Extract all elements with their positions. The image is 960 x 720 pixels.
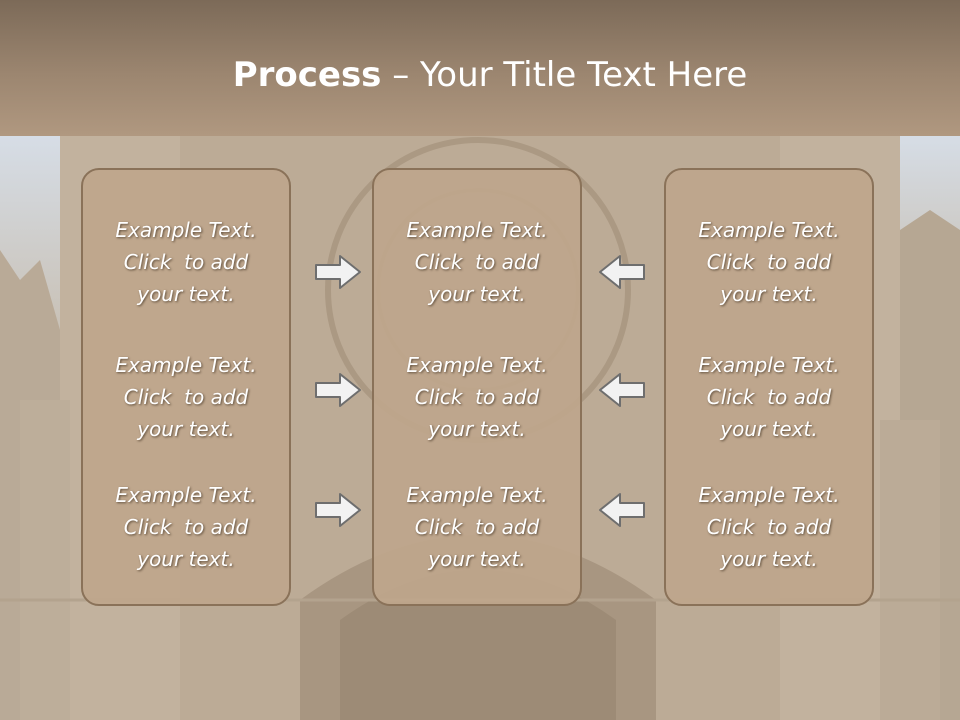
- text-line: Click to add: [414, 515, 540, 539]
- text-line: Click to add: [123, 515, 249, 539]
- text-line: Example Text.: [406, 483, 548, 507]
- text-block[interactable]: Example Text. Click to add your text.: [666, 479, 872, 575]
- text-line: your text.: [720, 547, 818, 571]
- text-line: Example Text.: [698, 483, 840, 507]
- right-arrow-icon: [315, 255, 361, 289]
- left-arrow-icon: [599, 493, 645, 527]
- text-line: Click to add: [706, 250, 832, 274]
- text-block[interactable]: Example Text. Click to add your text.: [374, 214, 580, 310]
- title-bar: [0, 0, 960, 136]
- right-arrow-icon: [315, 493, 361, 527]
- text-line: Example Text.: [698, 218, 840, 242]
- text-line: Click to add: [414, 385, 540, 409]
- title-bold: Process: [232, 55, 382, 95]
- slide-title[interactable]: Process – Your Title Text Here: [0, 54, 960, 96]
- title-rest: – Your Title Text Here: [381, 55, 748, 95]
- left-arrow-icon: [599, 255, 645, 289]
- text-line: Example Text.: [406, 218, 548, 242]
- text-block[interactable]: Example Text. Click to add your text.: [666, 214, 872, 310]
- left-arrow-icon: [599, 373, 645, 407]
- text-line: your text.: [137, 282, 235, 306]
- text-block[interactable]: Example Text. Click to add your text.: [666, 349, 872, 445]
- text-line: Click to add: [123, 250, 249, 274]
- text-line: Example Text.: [115, 483, 257, 507]
- text-block[interactable]: Example Text. Click to add your text.: [83, 479, 289, 575]
- process-box-center[interactable]: Example Text. Click to add your text. Ex…: [372, 168, 582, 606]
- text-line: Click to add: [414, 250, 540, 274]
- text-line: Example Text.: [406, 353, 548, 377]
- text-line: your text.: [720, 282, 818, 306]
- text-line: Example Text.: [698, 353, 840, 377]
- text-block[interactable]: Example Text. Click to add your text.: [83, 349, 289, 445]
- process-box-left[interactable]: Example Text. Click to add your text. Ex…: [81, 168, 291, 606]
- text-block[interactable]: Example Text. Click to add your text.: [83, 214, 289, 310]
- text-line: Click to add: [706, 515, 832, 539]
- text-line: your text.: [428, 417, 526, 441]
- right-arrow-icon: [315, 373, 361, 407]
- text-line: Example Text.: [115, 218, 257, 242]
- text-line: your text.: [137, 547, 235, 571]
- text-line: your text.: [720, 417, 818, 441]
- text-block[interactable]: Example Text. Click to add your text.: [374, 479, 580, 575]
- text-line: your text.: [137, 417, 235, 441]
- text-line: your text.: [428, 282, 526, 306]
- text-line: Click to add: [123, 385, 249, 409]
- text-line: Example Text.: [115, 353, 257, 377]
- text-block[interactable]: Example Text. Click to add your text.: [374, 349, 580, 445]
- process-box-right[interactable]: Example Text. Click to add your text. Ex…: [664, 168, 874, 606]
- text-line: your text.: [428, 547, 526, 571]
- text-line: Click to add: [706, 385, 832, 409]
